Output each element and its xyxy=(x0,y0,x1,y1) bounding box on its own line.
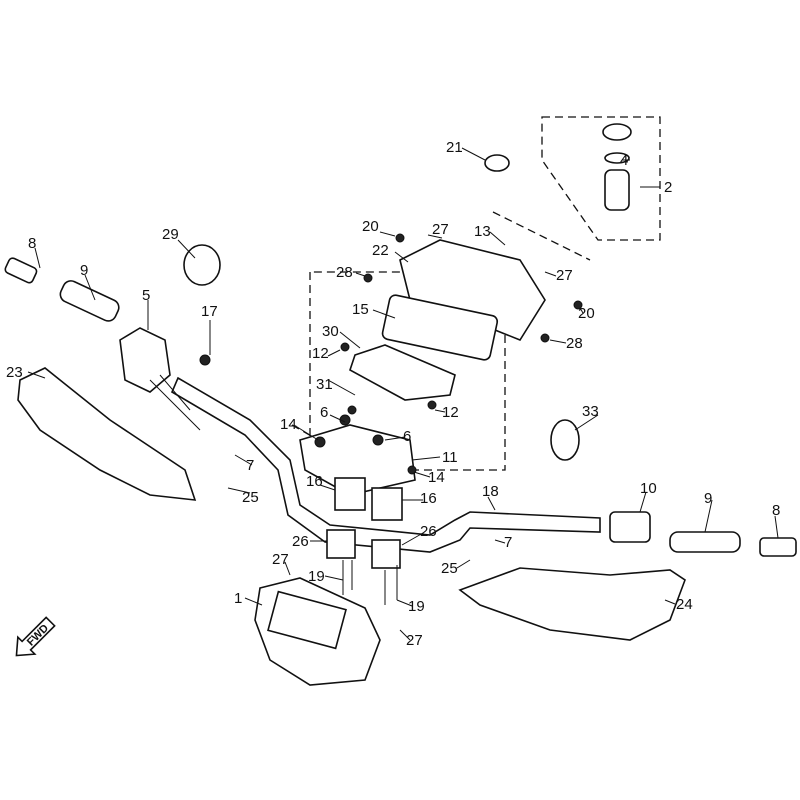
callout-label: 7 xyxy=(504,534,512,551)
callout-label: 29 xyxy=(162,226,179,243)
key-cap xyxy=(484,154,510,172)
callout-label: 14 xyxy=(280,416,297,433)
callout-label: 27 xyxy=(432,221,449,238)
callout-label: 14 xyxy=(428,469,445,486)
callout-label: 6 xyxy=(403,428,411,445)
callout-label: 28 xyxy=(566,335,583,352)
callout-label: 8 xyxy=(28,235,36,252)
meter-panel xyxy=(381,294,499,361)
front-cover-window xyxy=(267,590,347,650)
left-bar-end xyxy=(4,257,38,284)
callout-label: 17 xyxy=(201,303,218,320)
right-mirror xyxy=(550,419,580,461)
upper-clamp-left xyxy=(334,477,366,511)
ignition-group-outline xyxy=(541,116,661,241)
callout-label: 12 xyxy=(312,345,329,362)
callout-label: 27 xyxy=(272,551,289,568)
callout-label: 21 xyxy=(446,139,463,156)
lower-clamp-right xyxy=(371,539,401,569)
left-switch xyxy=(119,327,171,393)
callout-label: 6 xyxy=(320,404,328,421)
callout-label: 25 xyxy=(441,560,458,577)
right-bar-end xyxy=(759,537,797,557)
left-grip xyxy=(59,280,120,322)
callout-label: 8 xyxy=(772,502,780,519)
callout-label: 13 xyxy=(474,223,491,240)
callout-label: 22 xyxy=(372,242,389,259)
callout-label: 11 xyxy=(442,449,458,466)
callout-label: 31 xyxy=(316,376,333,393)
callout-label: 16 xyxy=(306,473,323,490)
right-grip xyxy=(669,531,741,553)
left-mirror xyxy=(183,244,221,286)
callout-label: 24 xyxy=(676,596,693,613)
ignition-cap xyxy=(602,123,632,141)
callout-label: 20 xyxy=(578,305,595,322)
callout-label: 18 xyxy=(482,483,499,500)
callout-label: 33 xyxy=(582,403,599,420)
clamp-plate xyxy=(299,424,416,496)
meter-bracket xyxy=(349,344,456,401)
callout-label: 26 xyxy=(420,523,437,540)
callout-label: 4 xyxy=(620,152,628,169)
callout-label: 9 xyxy=(704,490,712,507)
callout-label: 25 xyxy=(242,489,259,506)
callout-label: 9 xyxy=(80,262,88,279)
callout-label: 1 xyxy=(234,590,242,607)
callout-label: 15 xyxy=(352,301,369,318)
upper-clamp-right xyxy=(371,487,403,521)
right-hand-guard xyxy=(458,567,686,641)
callout-label: 5 xyxy=(142,287,150,304)
left-hand-guard xyxy=(17,367,197,501)
callout-label: 10 xyxy=(640,480,657,497)
callout-label: 26 xyxy=(292,533,309,550)
callout-label: 2 xyxy=(664,179,672,196)
callout-label: 7 xyxy=(246,457,254,474)
callout-label: 30 xyxy=(322,323,339,340)
forward-arrow-icon: FWD xyxy=(15,616,56,657)
callout-label: 28 xyxy=(336,264,353,281)
callout-label: 27 xyxy=(406,632,423,649)
cover-group-outline xyxy=(309,211,591,471)
callout-label: 19 xyxy=(308,568,325,585)
callout-label: 12 xyxy=(442,404,459,421)
lower-clamp-left xyxy=(326,529,356,559)
throttle-housing xyxy=(609,511,651,543)
handlebar xyxy=(170,376,601,553)
callout-label: 20 xyxy=(362,218,379,235)
callout-label: 19 xyxy=(408,598,425,615)
callout-label: 16 xyxy=(420,490,437,507)
callout-label: 27 xyxy=(556,267,573,284)
callout-label: 23 xyxy=(6,364,23,381)
ignition-switch xyxy=(604,169,630,211)
